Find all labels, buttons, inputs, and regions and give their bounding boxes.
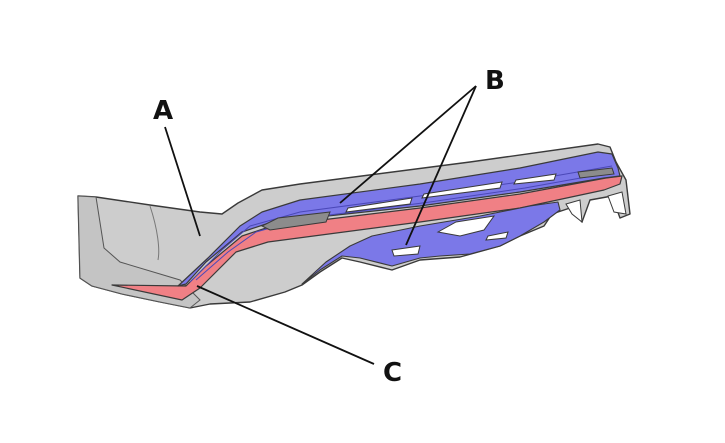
diffuser-end-face xyxy=(77,195,201,309)
diffuser-crease xyxy=(149,205,160,261)
callout-label-b: B xyxy=(485,66,505,96)
callout-label-c: C xyxy=(383,358,403,388)
diffuser-center-cutout xyxy=(436,215,496,237)
diffuser-lower-slot xyxy=(391,245,421,257)
blue-band xyxy=(177,151,621,287)
diffuser-lower-slot xyxy=(485,231,509,241)
vent-slot xyxy=(421,181,503,199)
leader-line-a xyxy=(164,126,201,237)
leader-line-b-upper xyxy=(339,85,477,204)
reflector-right xyxy=(577,167,615,179)
vent-slot xyxy=(513,173,557,185)
exhaust-cutout xyxy=(565,199,583,224)
vent-slot xyxy=(345,197,413,213)
callout-label-a: A xyxy=(153,96,174,126)
leader-line-b-lower xyxy=(405,85,477,246)
exhaust-cutout xyxy=(607,191,627,215)
leader-line-c xyxy=(196,285,375,365)
red-strip xyxy=(111,175,623,301)
diffuser-fins xyxy=(301,201,561,285)
reflector-left xyxy=(260,211,331,231)
